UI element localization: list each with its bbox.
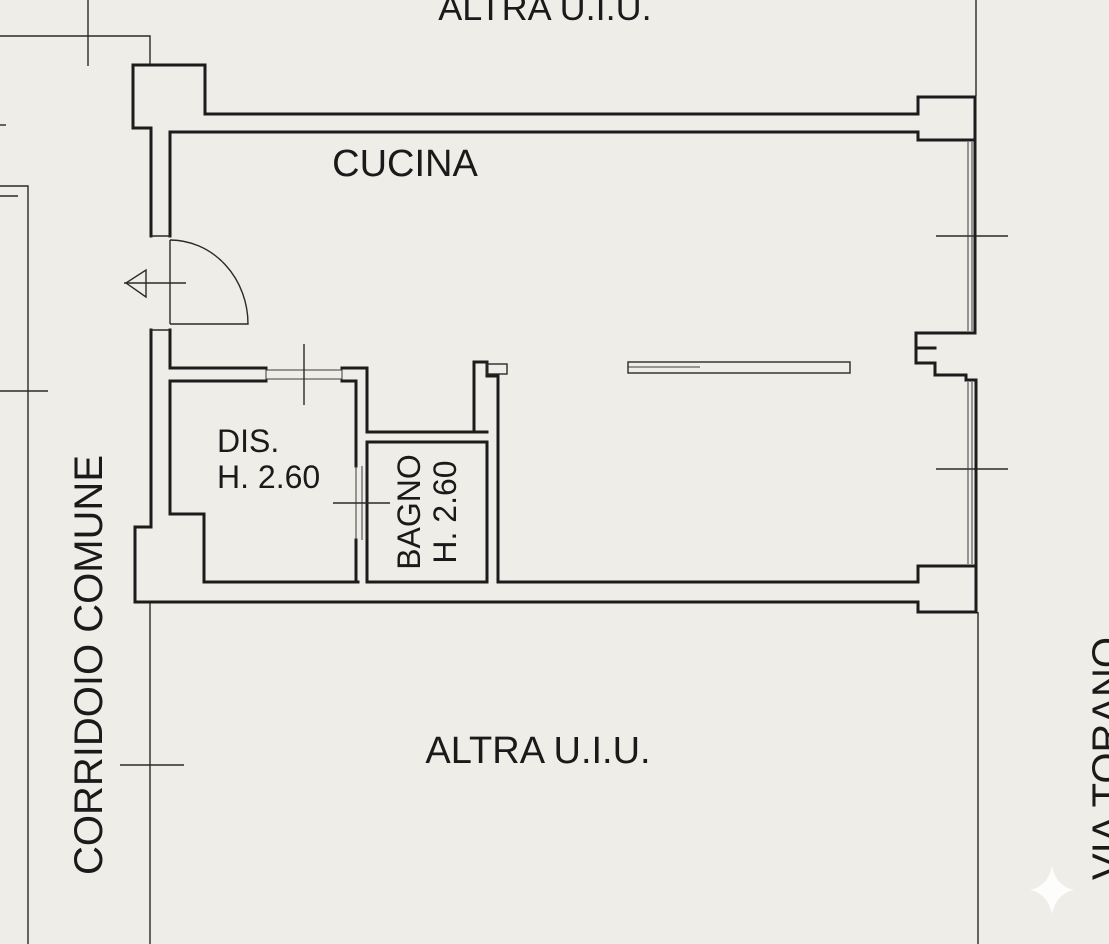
door-swing-arc bbox=[169, 239, 249, 325]
label-street: VIA TORANO bbox=[1085, 637, 1109, 880]
label-top-neighbor: ALTRA U.I.U. bbox=[438, 0, 651, 28]
wall-top-inner bbox=[168, 130, 977, 238]
wall-top-outer bbox=[131, 63, 977, 238]
wall-bathroom-right bbox=[485, 374, 978, 584]
bathroom-vent bbox=[486, 363, 508, 375]
facade-windows bbox=[967, 142, 973, 564]
neighbor-wall-top bbox=[0, 35, 151, 66]
label-bottom-neighbor: ALTRA U.I.U. bbox=[425, 730, 650, 772]
wall-left-outer bbox=[133, 328, 978, 614]
entrance-door bbox=[124, 235, 249, 331]
label-corridor: CORRIDOIO COMUNE bbox=[67, 455, 111, 875]
wall-kitchen-dis-top bbox=[168, 328, 268, 370]
wall-dis-right bbox=[340, 379, 358, 468]
wall-dis-inner bbox=[168, 379, 360, 584]
wall-bathroom bbox=[365, 440, 489, 584]
label-kitchen: CUCINA bbox=[332, 143, 478, 185]
apartment-walls bbox=[131, 63, 978, 614]
door-jambs bbox=[151, 235, 170, 331]
sparkle-icon bbox=[1030, 866, 1074, 914]
context-lines bbox=[0, 0, 1008, 944]
corridor-wall-left bbox=[0, 185, 29, 944]
kitchen-fixtures bbox=[486, 361, 851, 375]
label-bathroom-height: H. 2.60 bbox=[427, 460, 463, 563]
label-hallway-height: H. 2.60 bbox=[217, 459, 320, 495]
dis-opening bbox=[265, 344, 390, 540]
label-hallway-name: DIS. bbox=[217, 423, 279, 459]
label-bathroom-name: BAGNO bbox=[391, 454, 427, 570]
wall-facade-pillar bbox=[914, 138, 978, 568]
